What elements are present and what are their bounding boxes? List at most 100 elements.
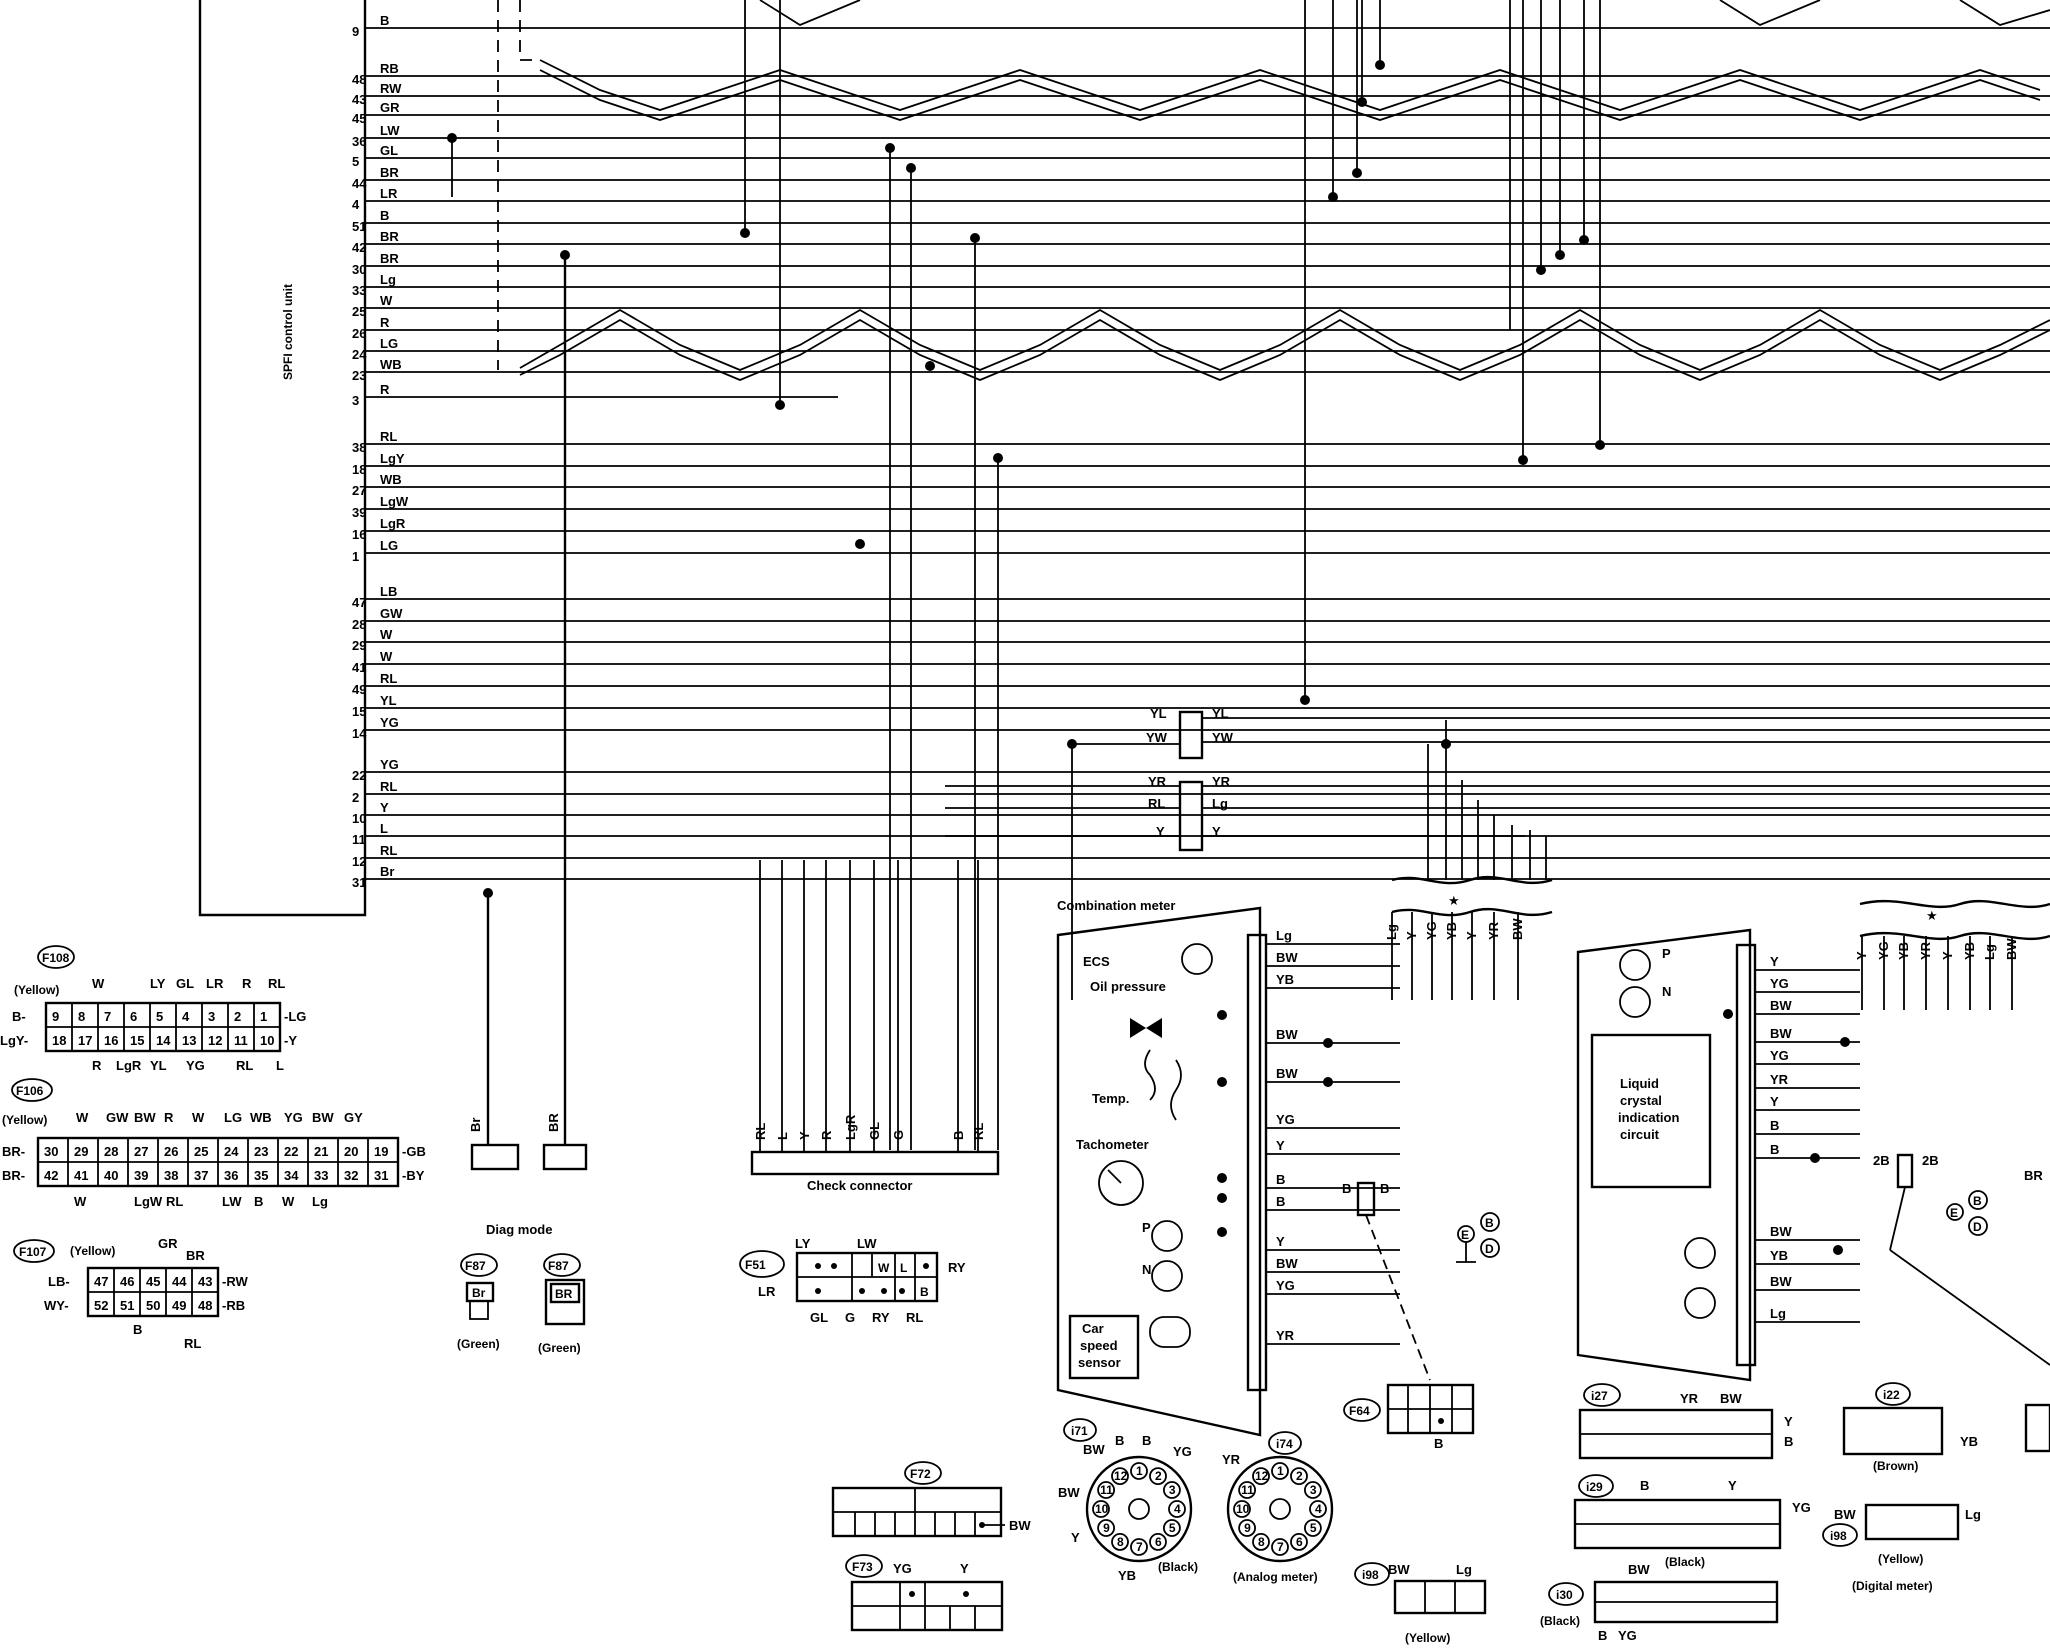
connector-i30: i30 BW B YG (Black) [1540, 1562, 1779, 1643]
cu-pin-number: 9 [352, 24, 359, 39]
connector-pin: 36 [224, 1168, 238, 1183]
i71-id: i71 [1071, 1424, 1088, 1438]
cu-wire-label: Br [380, 864, 394, 879]
connector-right-1: -RW [222, 1274, 248, 1289]
diag-left-wire: Br [472, 1286, 486, 1300]
connector-left-1: B- [12, 1009, 26, 1024]
i30-wire-2: B [1598, 1628, 1607, 1643]
digital-meter-wire-label: Y [1770, 954, 1779, 969]
i71-wire-6: Y [1071, 1530, 1080, 1545]
connector-i22: i22 YB (Brown) [1842, 1382, 1978, 1473]
digital-bus-label: YR [1918, 941, 1933, 960]
cu-pin-number: 24 [352, 347, 367, 362]
analog-meter-wire-label: YB [1276, 972, 1294, 987]
cu-pin-number: 38 [352, 440, 366, 455]
ring-pin [1252, 1533, 1270, 1551]
connector-pin: 24 [224, 1144, 239, 1159]
i71-color: (Black) [1158, 1560, 1198, 1574]
digital-edge-label: BR [2024, 1168, 2043, 1183]
analog-meter-wire-label: BW [1276, 1066, 1298, 1081]
ring-pin-number: 5 [1310, 1521, 1317, 1535]
connector-right-2: -BY [402, 1168, 425, 1183]
f108-bottom-label: YG [186, 1058, 205, 1073]
i98b-wire-2: Lg [1965, 1507, 1981, 1522]
digital-meter-wire-label: YR [1770, 1072, 1789, 1087]
cu-wire-label: GR [380, 100, 400, 115]
connector-pin: 5 [156, 1009, 163, 1024]
ring-pin-number: 12 [1114, 1469, 1128, 1483]
cu-wire-label: B [380, 13, 389, 28]
splice-upper-in-2: YW [1146, 730, 1168, 745]
connector-pin: 39 [134, 1168, 148, 1183]
connector-pin: 33 [314, 1168, 328, 1183]
ring-pin-number: 10 [1236, 1502, 1250, 1516]
harness-junction [1352, 168, 1362, 178]
connector-pin: 16 [104, 1033, 118, 1048]
cu-wire-label: LgW [380, 494, 409, 509]
i27-wire-3: Y [1784, 1414, 1793, 1429]
ring-pin-number: 7 [1277, 1540, 1284, 1554]
f108-top-label: W [92, 976, 105, 991]
connector-pin: 4 [182, 1009, 190, 1024]
f106-top-label: W [76, 1110, 89, 1125]
i98b-wire-1: BW [1834, 1507, 1856, 1522]
ring-pin [1111, 1467, 1129, 1485]
ring-pin-number: 1 [1277, 1464, 1284, 1478]
connector-pin: 30 [44, 1144, 58, 1159]
analog-bus-label: BW [1510, 918, 1525, 940]
cu-wire-label: W [380, 627, 393, 642]
check-wire-label: RL [971, 1123, 986, 1140]
splice-upper-in-1: YL [1150, 706, 1167, 721]
i30-wire-1: BW [1628, 1562, 1650, 1577]
f106-top-label: W [192, 1110, 205, 1125]
harness-junction [1300, 695, 1310, 705]
f51-bottom-4: RL [906, 1310, 923, 1325]
connector-pin: 11 [234, 1033, 248, 1048]
diag-lead-left: Br [468, 1118, 483, 1132]
i30-color: (Black) [1540, 1614, 1580, 1628]
harness-junction [855, 539, 865, 549]
connector-i98-right: i98 BW Lg (Yellow) (Digital meter) [1822, 1503, 1981, 1593]
splice-lower-in-1: YR [1148, 774, 1167, 789]
harness-junction [447, 133, 457, 143]
ring-pin-number: 6 [1296, 1535, 1303, 1549]
cu-wire-label: R [380, 382, 390, 397]
digital-junction [1833, 1245, 1843, 1255]
connector-pin: 44 [172, 1274, 187, 1289]
connector-pin: 26 [164, 1144, 178, 1159]
ring-pin-number: 2 [1155, 1469, 1162, 1483]
connector-pin: 42 [44, 1168, 58, 1183]
f73-wire-1: YG [893, 1561, 912, 1576]
ring-pin [1238, 1519, 1256, 1537]
connector-pin: 46 [120, 1274, 134, 1289]
ring-pin [1163, 1481, 1181, 1499]
cu-pin-number: 48 [352, 72, 366, 87]
cu-pin-number: 2 [352, 790, 359, 805]
digital-meter-wire-label: Lg [1770, 1306, 1786, 1321]
car-speed-label-3: sensor [1078, 1355, 1121, 1370]
connector-pin: 22 [284, 1144, 298, 1159]
cu-pin-number: 41 [352, 660, 366, 675]
cu-wire-label: LR [380, 186, 398, 201]
analog-lamp-n: N [1142, 1262, 1151, 1277]
harness-junction [970, 233, 980, 243]
connector-pin: 9 [52, 1009, 59, 1024]
digital-res-right: 2B [1922, 1153, 1939, 1168]
i30-id: i30 [1556, 1588, 1573, 1602]
cu-pin-number: 27 [352, 483, 366, 498]
f106-bottom-label: LgW [134, 1194, 163, 1209]
cu-pin-number: 26 [352, 326, 366, 341]
digital-bus-label: YB [1962, 942, 1977, 960]
connector-right-1: -LG [284, 1009, 306, 1024]
ring-pin [1097, 1519, 1115, 1537]
connector-pin: 15 [130, 1033, 144, 1048]
connector-pin: 6 [130, 1009, 137, 1024]
cu-pin-number: 49 [352, 682, 366, 697]
f108-color: (Yellow) [14, 983, 59, 997]
digital-gnd-e: E [1950, 1206, 1958, 1220]
harness-junction [1357, 97, 1367, 107]
cu-wire-label: WB [380, 472, 402, 487]
connector-pin: 12 [208, 1033, 222, 1048]
harness-junction [1518, 455, 1528, 465]
